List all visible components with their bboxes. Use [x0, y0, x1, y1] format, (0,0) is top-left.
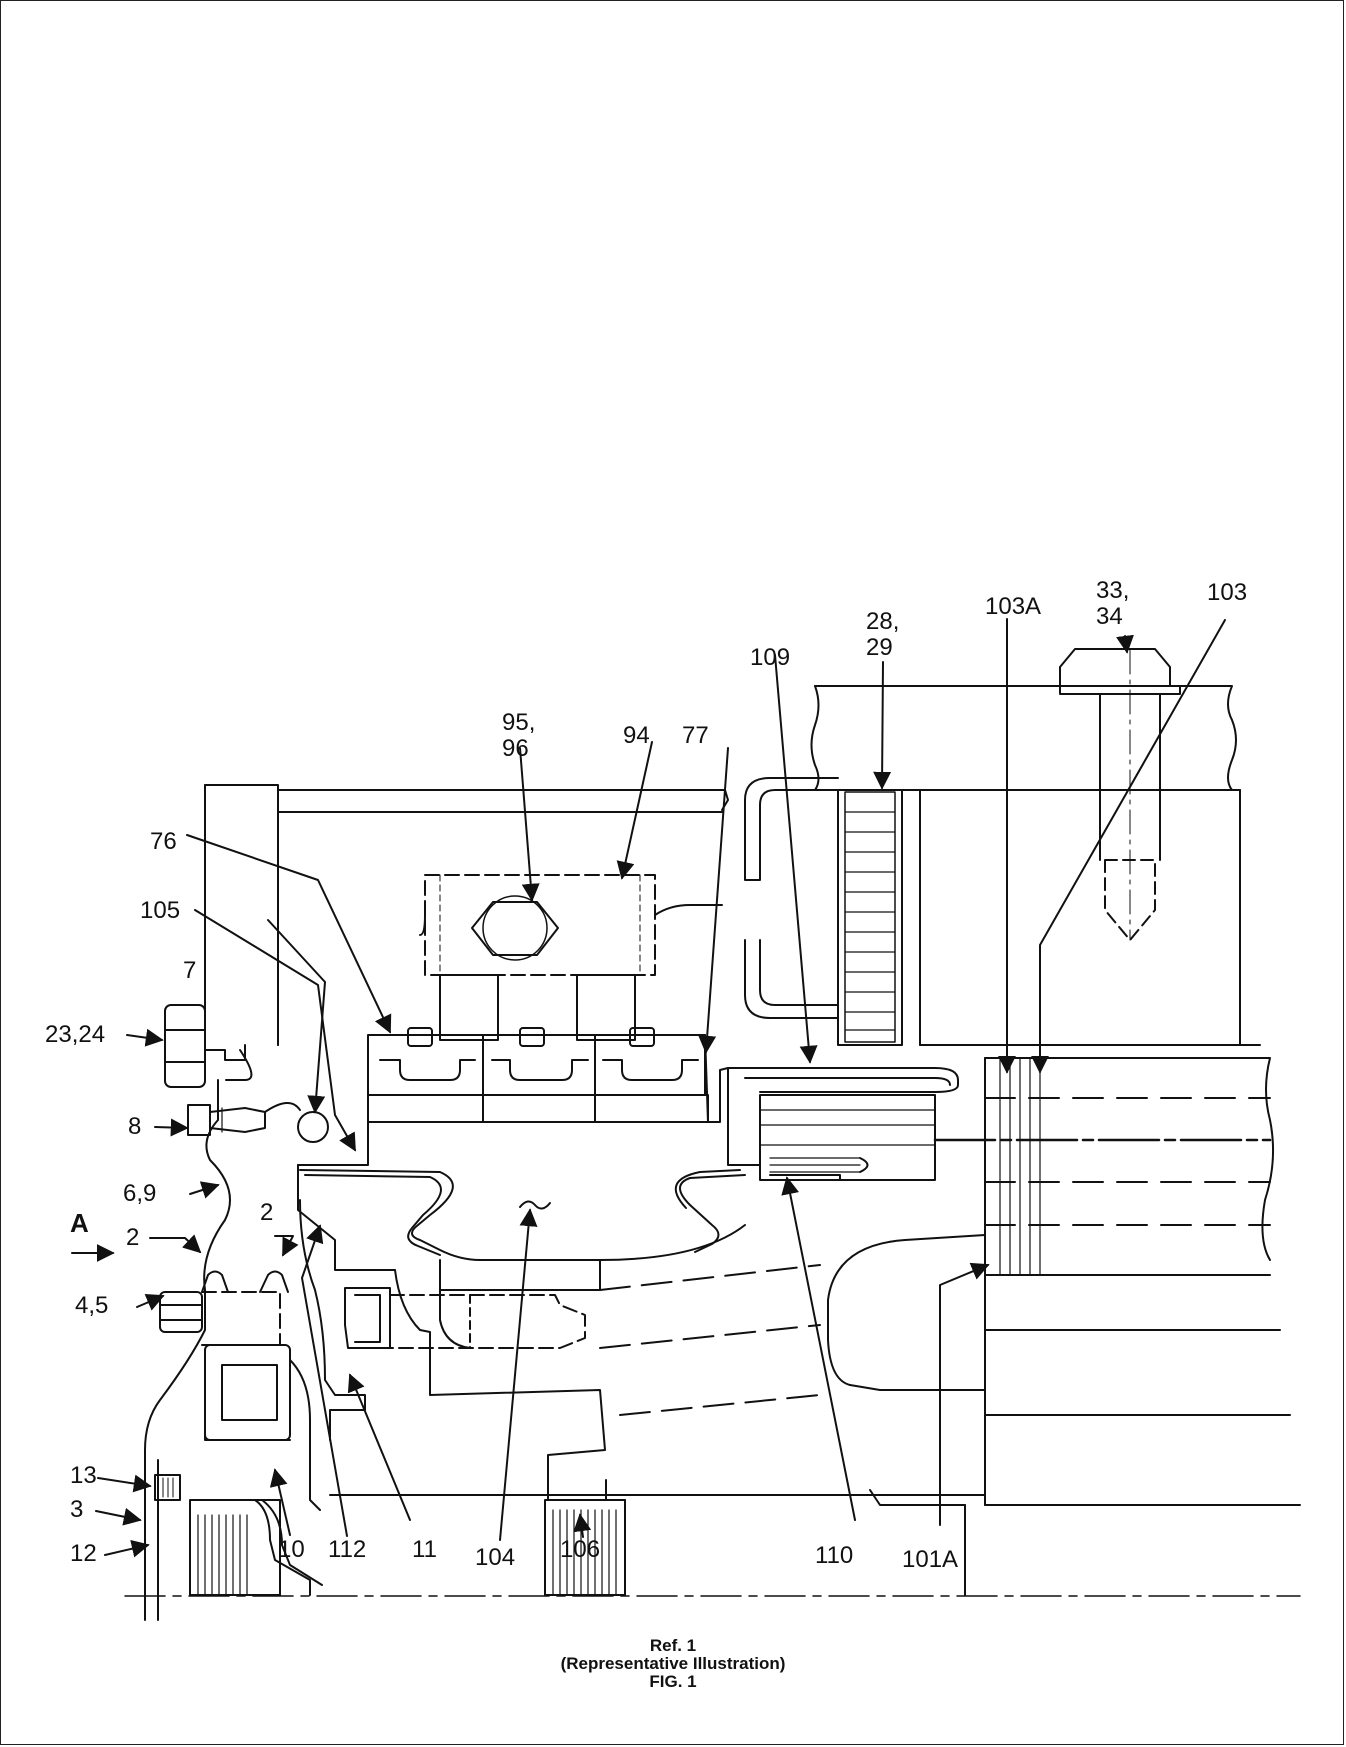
coil-pack-28-29 [744, 777, 903, 1046]
label-2-right: 2 [260, 1199, 274, 1226]
label-3: 3 [70, 1496, 84, 1523]
label-4-5: 4,5 [75, 1292, 109, 1319]
label-104: 104 [475, 1544, 516, 1571]
leader-lines [71, 618, 1226, 1558]
label-28-29: 28, 29 [866, 608, 900, 661]
label-110: 110 [815, 1542, 854, 1569]
label-101A: 101A [902, 1546, 959, 1573]
label-109: 109 [750, 644, 791, 671]
label-33-34: 33, 34 [1096, 577, 1130, 630]
label-6-9: 6,9 [123, 1180, 157, 1207]
label-103A: 103A [985, 593, 1042, 620]
label-2-left: 2 [126, 1224, 140, 1251]
upper-housing [810, 685, 1261, 1046]
bracket-94 [419, 874, 723, 1041]
label-23-24: 23,24 [45, 1021, 106, 1048]
label-12: 12 [70, 1540, 97, 1567]
bolt-33-34 [1059, 648, 1181, 941]
piston-bellows-104 [297, 1067, 761, 1291]
caption-note: (Representative Illustration) [560, 1654, 786, 1673]
label-103: 103 [1207, 579, 1248, 606]
label-105: 105 [140, 897, 181, 924]
left-flange [144, 1004, 366, 1621]
clip-row-76-77 [367, 1027, 709, 1123]
hub-101A-103 [827, 1057, 1301, 1596]
label-94: 94 [623, 722, 650, 749]
label-77: 77 [682, 722, 709, 749]
caption-figure: FIG. 1 [649, 1672, 697, 1691]
label-8: 8 [128, 1113, 142, 1140]
label-106: 106 [560, 1536, 601, 1563]
label-10: 10 [278, 1536, 305, 1563]
label-112: 112 [328, 1536, 367, 1563]
label-7: 7 [183, 957, 197, 984]
label-76: 76 [150, 828, 177, 855]
figure-caption: Ref. 1 (Representative Illustration) FIG… [473, 1637, 873, 1691]
label-view-A: A [70, 1208, 89, 1238]
label-13: 13 [70, 1462, 97, 1489]
caption-ref: Ref. 1 [649, 1636, 697, 1655]
bellows-tilde [519, 1200, 551, 1210]
label-95-96: 95, 96 [502, 709, 536, 762]
label-11: 11 [412, 1536, 437, 1563]
ring-109-spring-110 [727, 1067, 959, 1181]
